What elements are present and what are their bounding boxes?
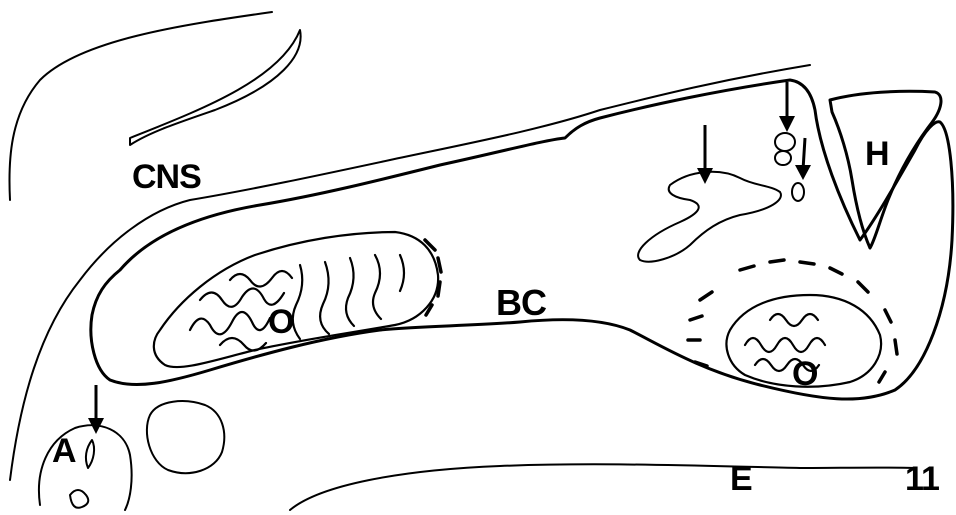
- label-o-right: O: [792, 355, 818, 393]
- inner-cavity: [638, 172, 781, 262]
- a-inner-blobs: [70, 490, 88, 508]
- small-cell-3: [792, 183, 804, 201]
- figure-number: 11: [905, 460, 939, 498]
- e-line: [290, 464, 915, 510]
- label-o-left: O: [268, 303, 294, 341]
- arrow-upper-3: [795, 138, 811, 180]
- cns-lower-boundary: [10, 65, 810, 480]
- small-cell-1: [775, 133, 795, 151]
- small-cell-2: [775, 151, 791, 165]
- bc-region: [91, 80, 953, 399]
- label-a: A: [52, 432, 76, 470]
- arrow-upper-2: [779, 82, 795, 132]
- label-e: E: [730, 460, 752, 498]
- cns-inner-fold: [130, 30, 301, 145]
- label-cns: CNS: [132, 158, 201, 196]
- arrow-upper-1: [697, 125, 713, 184]
- label-bc: BC: [496, 282, 547, 323]
- a-inner-slit: [86, 440, 94, 468]
- round-structure: [147, 401, 224, 473]
- label-h: H: [865, 135, 889, 173]
